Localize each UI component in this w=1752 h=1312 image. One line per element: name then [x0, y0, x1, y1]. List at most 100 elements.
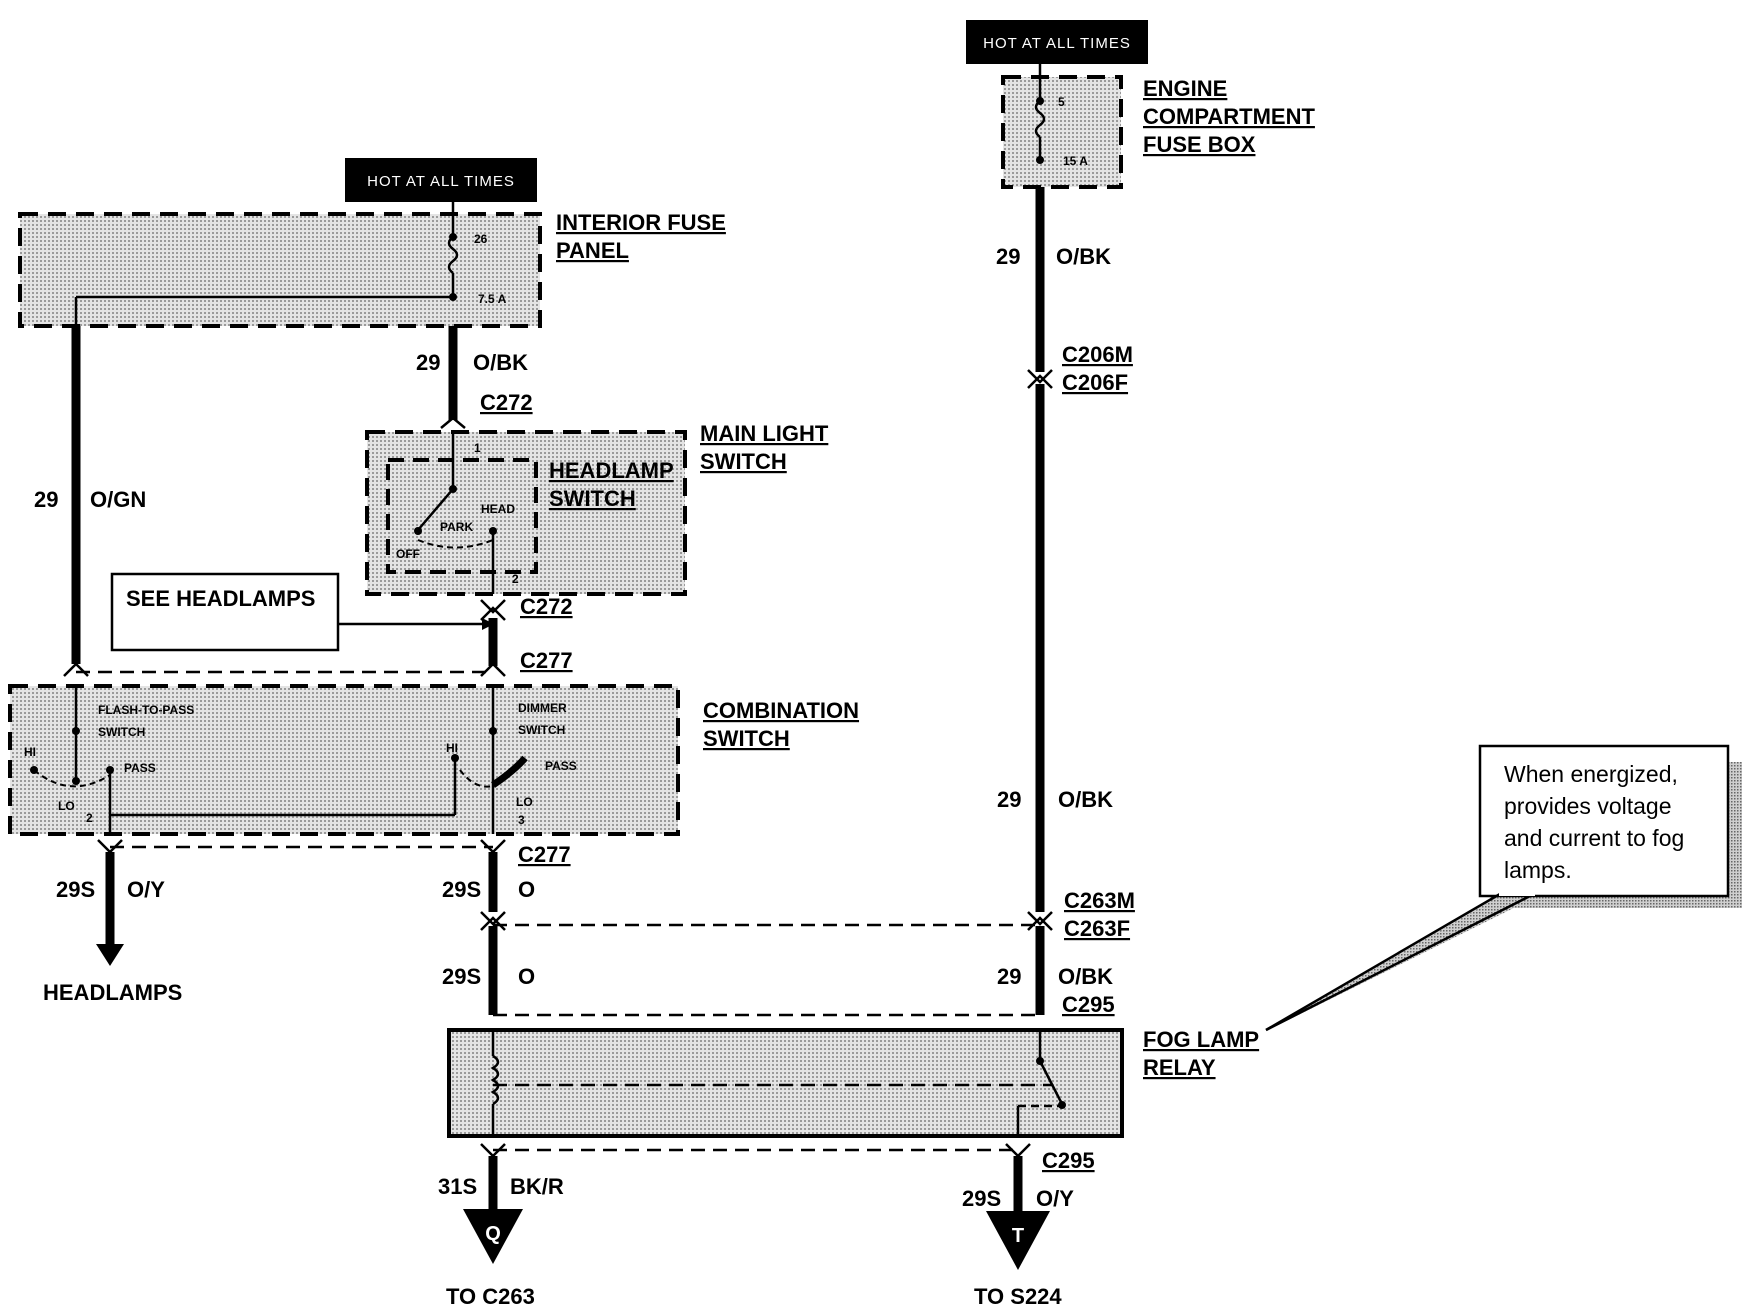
fuse-icon — [447, 236, 459, 274]
terminal-q-icon — [463, 1209, 523, 1264]
relay-note-callout: When energized, provides voltage and cur… — [1265, 744, 1742, 1032]
wire-relay-out: T — [986, 1143, 1050, 1270]
see-headlamps-callout: SEE HEADLAMPS — [110, 572, 494, 652]
wire-headlamp-to-combination — [480, 599, 506, 677]
svg-text:HI: HI — [446, 741, 458, 755]
connector-c272-top: C272 — [480, 390, 533, 415]
wire-engine-circuit: 29 — [996, 244, 1020, 269]
fog-lamp-relay — [447, 1028, 1124, 1138]
interior-fuse-panel: 26 7.5 A — [18, 202, 542, 328]
note-line-2: provides voltage — [1504, 793, 1672, 819]
terminal-q-destination: TO C263 — [446, 1284, 535, 1309]
main-light-switch-label-2: SWITCH — [700, 449, 787, 474]
svg-text:15 A: 15 A — [1063, 154, 1088, 168]
headlamp-switch — [386, 458, 538, 574]
connector-c277-top: C277 — [520, 648, 573, 673]
combination-switch-label-1: COMBINATION — [703, 698, 859, 723]
svg-text:7.5 A: 7.5 A — [478, 292, 507, 306]
fog-lamp-relay-label-2: RELAY — [1143, 1055, 1216, 1080]
svg-text:PASS: PASS — [545, 759, 577, 773]
svg-text:HOT AT ALL TIMES: HOT AT ALL TIMES — [367, 173, 515, 190]
headlamps-label: HEADLAMPS — [43, 980, 182, 1005]
wire-relay-ground-circuit: 31S — [438, 1174, 477, 1199]
svg-text:3: 3 — [518, 813, 525, 827]
wire-interior-out — [440, 326, 466, 429]
svg-text:26: 26 — [474, 232, 488, 246]
note-line-1: When energized, — [1504, 761, 1678, 787]
main-light-switch-label-1: MAIN LIGHT — [700, 421, 829, 446]
svg-text:HI: HI — [24, 745, 36, 759]
wire-interior-circuit: 29 — [416, 350, 440, 375]
wire-right-low-circuit: 29 — [997, 964, 1021, 989]
wire-left-color: O/GN — [90, 487, 146, 512]
wire-dimmer-color: O — [518, 877, 535, 902]
svg-text:2: 2 — [86, 811, 93, 825]
relay-coil-icon — [490, 1054, 500, 1106]
fuse-icon — [1034, 100, 1046, 138]
wire-relay-out-circuit: 29S — [962, 1186, 1001, 1211]
hot-label-engine: HOT AT ALL TIMES — [966, 20, 1148, 64]
interior-fuse-panel-label-2: PANEL — [556, 238, 629, 263]
note-line-3: and current to fog — [1504, 825, 1684, 851]
main-light-switch: 1 HEAD PARK OFF 2 — [365, 430, 687, 596]
wire-dimmer-circuit: 29S — [442, 877, 481, 902]
engine-fuse-box-label-1: ENGINE — [1143, 76, 1227, 101]
terminal-t-destination: TO S224 — [974, 1284, 1062, 1309]
wire-right-low-color: O/BK — [1058, 964, 1113, 989]
svg-text:SEE HEADLAMPS: SEE HEADLAMPS — [126, 586, 315, 611]
combination-switch-label-2: SWITCH — [703, 726, 790, 751]
terminal-t-icon — [986, 1211, 1050, 1270]
interior-fuse-panel-label-1: INTERIOR FUSE — [556, 210, 726, 235]
svg-text:FLASH-TO-PASS: FLASH-TO-PASS — [98, 703, 194, 717]
wire-relay-out-color: O/Y — [1036, 1186, 1074, 1211]
connector-c206m: C206M — [1062, 342, 1133, 367]
connector-c277-bottom: C277 — [518, 842, 571, 867]
headlamp-switch-label-2: SWITCH — [549, 486, 636, 511]
svg-text:LO: LO — [516, 795, 533, 809]
svg-text:1: 1 — [474, 441, 481, 455]
svg-text:5: 5 — [1058, 95, 1065, 109]
connector-c206f: C206F — [1062, 370, 1128, 395]
engine-fuse-box-label-2: COMPARTMENT — [1143, 104, 1315, 129]
wire-left-feed — [63, 326, 89, 677]
hot-label-interior: HOT AT ALL TIMES — [345, 158, 537, 202]
svg-text:T: T — [1012, 1225, 1024, 1247]
wire-headlamps-circuit: 29S — [56, 877, 95, 902]
wire-dimmer-out — [480, 839, 506, 1015]
svg-text:PASS: PASS — [124, 761, 156, 775]
svg-text:Q: Q — [485, 1223, 501, 1245]
svg-text:HEAD: HEAD — [481, 502, 515, 516]
svg-text:LO: LO — [58, 799, 75, 813]
wire-headlamps-color: O/Y — [127, 877, 165, 902]
wire-right-main — [1027, 187, 1053, 1015]
wire-right-mid-circuit: 29 — [997, 787, 1021, 812]
connector-c263m: C263M — [1064, 888, 1135, 913]
wire-right-mid-color: O/BK — [1058, 787, 1113, 812]
headlamp-switch-label-1: HEADLAMP — [549, 458, 674, 483]
wire-relay-in-circuit: 29S — [442, 964, 481, 989]
svg-text:SWITCH: SWITCH — [98, 725, 145, 739]
combination-switch: FLASH-TO-PASS SWITCH HI PASS LO 2 DIMMER… — [8, 684, 680, 836]
fog-lamp-relay-label-1: FOG LAMP — [1143, 1027, 1259, 1052]
wire-engine-color: O/BK — [1056, 244, 1111, 269]
connector-c295-bottom: C295 — [1042, 1148, 1095, 1173]
svg-text:OFF: OFF — [396, 547, 420, 561]
connector-c272-bottom: C272 — [520, 594, 573, 619]
svg-text:HOT AT ALL TIMES: HOT AT ALL TIMES — [983, 35, 1131, 52]
svg-text:PARK: PARK — [440, 520, 473, 534]
wire-relay-ground-color: BK/R — [510, 1174, 564, 1199]
wire-relay-in-color: O — [518, 964, 535, 989]
svg-text:SWITCH: SWITCH — [518, 723, 565, 737]
engine-fuse-box-label-3: FUSE BOX — [1143, 132, 1256, 157]
wire-headlamps-out — [96, 839, 124, 966]
connector-c263f: C263F — [1064, 916, 1130, 941]
svg-text:DIMMER: DIMMER — [518, 701, 567, 715]
wire-interior-color: O/BK — [473, 350, 528, 375]
svg-text:2: 2 — [512, 572, 519, 586]
wire-left-circuit: 29 — [34, 487, 58, 512]
note-line-4: lamps. — [1504, 857, 1572, 883]
engine-compartment-fuse-box: 5 15 A — [1001, 64, 1123, 189]
connector-c295-top: C295 — [1062, 992, 1115, 1017]
wire-relay-ground: Q — [463, 1143, 523, 1264]
